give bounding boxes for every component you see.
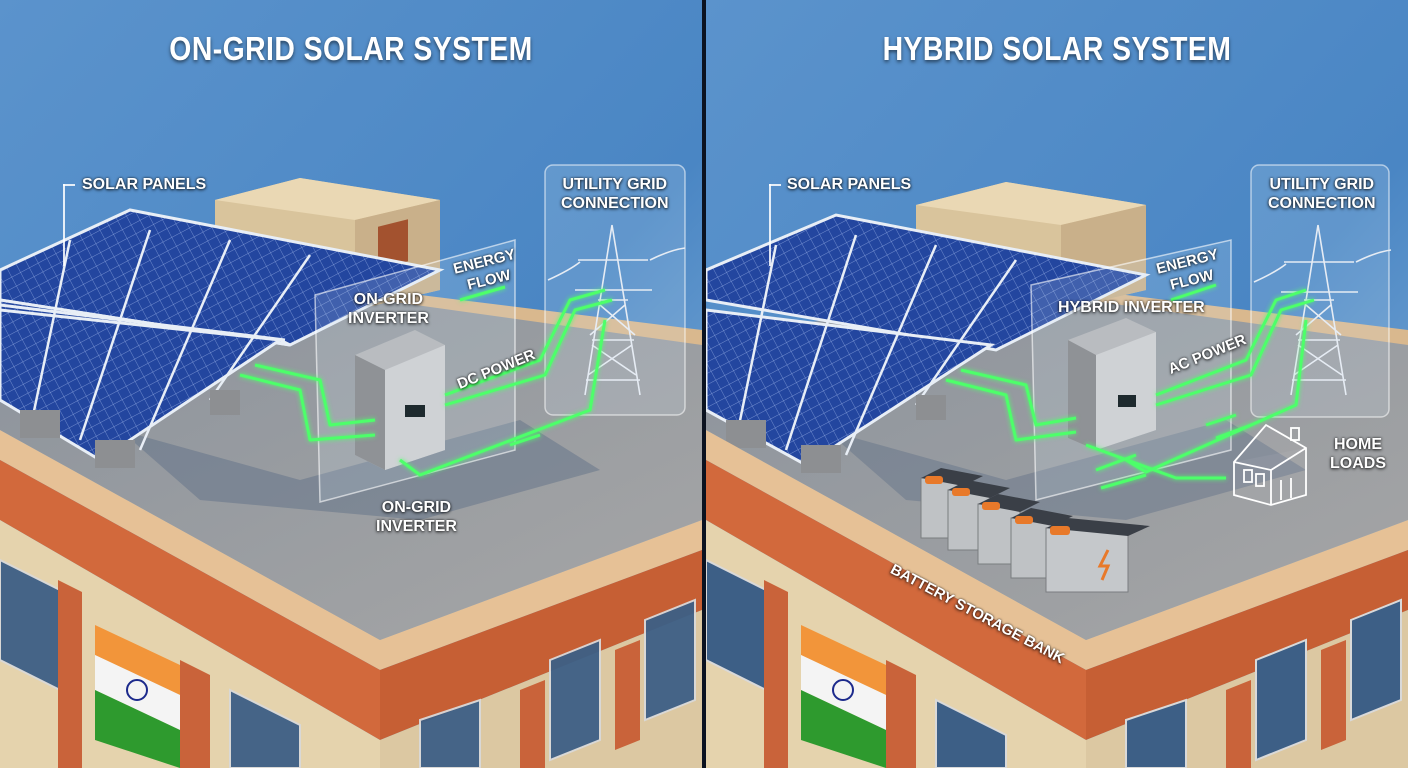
indian-flag (801, 625, 886, 768)
windows (706, 558, 1402, 768)
solar-panels-label: SOLAR PANELS (787, 176, 912, 193)
panel-divider (702, 0, 706, 768)
fascia (0, 460, 380, 740)
inverter-label-top: ON-GRID INVERTER (348, 291, 429, 327)
windows (0, 558, 696, 768)
battery-storage-bank (920, 468, 1150, 593)
callout-line (63, 184, 65, 266)
parapet (706, 430, 1086, 670)
on-grid-panel: ON-GRID SOLAR SYSTEM SOLAR PANELS ON-GRI… (0, 0, 702, 768)
hybrid-inverter-unit (1068, 318, 1156, 450)
hybrid-inverter-label: HYBRID INVERTER (1058, 299, 1205, 316)
energy-flow-lines (239, 285, 613, 477)
panel-title: ON-GRID SOLAR SYSTEM (169, 30, 533, 67)
door (378, 219, 408, 269)
inverter-label-bottom: ON-GRID INVERTER (376, 499, 457, 535)
on-grid-scene (0, 0, 702, 768)
solar-panel-array (706, 213, 1151, 473)
indian-flag (95, 625, 180, 768)
on-grid-inverter-unit (355, 330, 445, 470)
energy-flow-lines (945, 283, 1315, 490)
fascia (706, 460, 1086, 740)
transmission-tower (1253, 224, 1392, 396)
callout-line (63, 184, 75, 186)
callout-line (769, 184, 771, 266)
home-loads-label: HOME LOADS (1330, 436, 1386, 472)
home-icon (1233, 423, 1307, 506)
transmission-tower (547, 224, 686, 396)
utility-grid-label: UTILITY GRID CONNECTION (1268, 176, 1376, 212)
solar-panel-array (0, 208, 445, 468)
parapet (0, 430, 380, 670)
panel-title: HYBRID SOLAR SYSTEM (882, 30, 1232, 67)
hybrid-panel: HYBRID SOLAR SYSTEM SOLAR PANELS HYBRID … (706, 0, 1408, 768)
callout-line (769, 184, 781, 186)
hybrid-scene (706, 0, 1408, 768)
solar-panels-label: SOLAR PANELS (82, 176, 207, 193)
utility-grid-label: UTILITY GRID CONNECTION (561, 176, 669, 212)
